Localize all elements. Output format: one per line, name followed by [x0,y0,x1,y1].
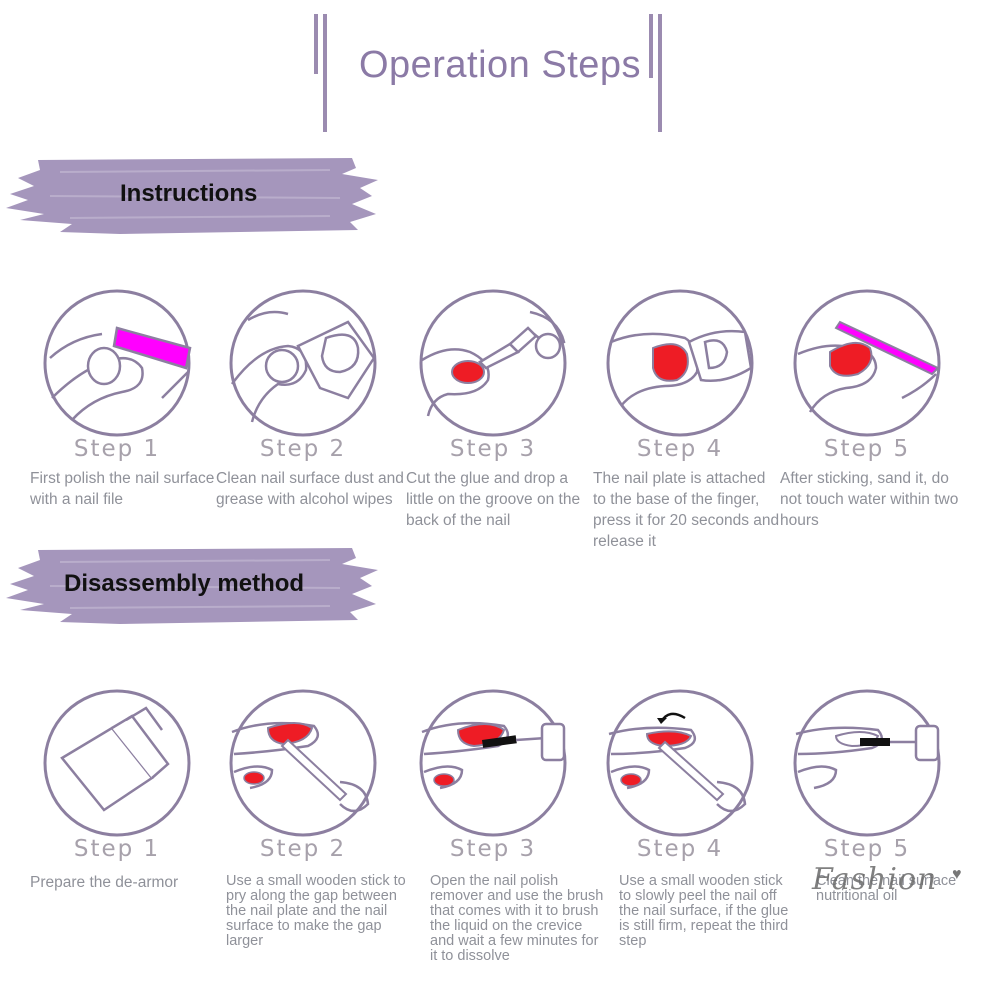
title-block: Operation Steps [0,0,1000,140]
step-label: Step 1 [73,436,161,462]
remover-bottle-icon [43,689,191,837]
oil-nail-icon [793,689,941,837]
heart-icon: ♥ [952,866,962,883]
step-label: Step 5 [823,436,911,462]
instructions-banner: Instructions [0,152,390,242]
glue-nail-icon [419,289,567,437]
title-right-bar-outer [658,14,662,132]
wipe-nail-icon [229,289,377,437]
step-label: Step 5 [823,836,911,862]
step-description: Clean nail surface dust and grease with … [216,470,404,508]
step-description: Prepare the de-armor [30,874,179,891]
step-label: Step 2 [259,836,347,862]
brush-stroke-shape [6,158,378,234]
step-description: Cut the glue and drop a little on the gr… [406,470,581,529]
instructions-label: Instructions [120,180,258,207]
title-right-bar-inner [649,14,653,78]
step-illustration [605,688,755,838]
step-illustration [228,688,378,838]
step-illustration [228,288,378,438]
title-left-bar-outer [314,14,318,74]
step-illustration [42,288,192,438]
step-illustration [605,288,755,438]
file-nail-icon [43,289,192,437]
step-label: Step 2 [259,436,347,462]
step-label: Step 3 [449,836,537,862]
step-illustration [418,688,568,838]
step-label: Step 4 [636,436,724,462]
pry-nail-icon [229,689,377,837]
press-nail-icon [606,289,754,437]
page-title: Operation Steps [358,44,642,86]
step-illustration [792,288,942,438]
sand-nail-icon [793,289,941,437]
fashion-watermark: Fashion [812,862,938,897]
peel-nail-icon [606,689,754,837]
step-description: Open the nail polish remover and use the… [430,873,604,964]
title-left-bar-inner [323,14,327,132]
step-description: Use a small wooden stick to pry along th… [226,873,406,949]
step-label: Step 1 [73,836,161,862]
step-label: Step 4 [636,836,724,862]
step-illustration [792,688,942,838]
disassembly-label: Disassembly method [64,570,305,597]
step-description: First polish the nail surface with a nai… [30,470,215,508]
step-description: Clean the nail surface nutritional oil [816,873,957,904]
step-description: The nail plate is attached to the base o… [593,470,780,550]
step-description: Use a small wooden stick to slowly peel … [619,873,789,949]
brush-remover-icon [419,689,567,837]
brush-stroke-shape [6,548,378,624]
step-description: After sticking, sand it, do not touch wa… [780,470,959,529]
step-illustration [42,688,192,838]
step-illustration [418,288,568,438]
disassembly-banner: Disassembly method [0,542,390,632]
step-label: Step 3 [449,436,537,462]
